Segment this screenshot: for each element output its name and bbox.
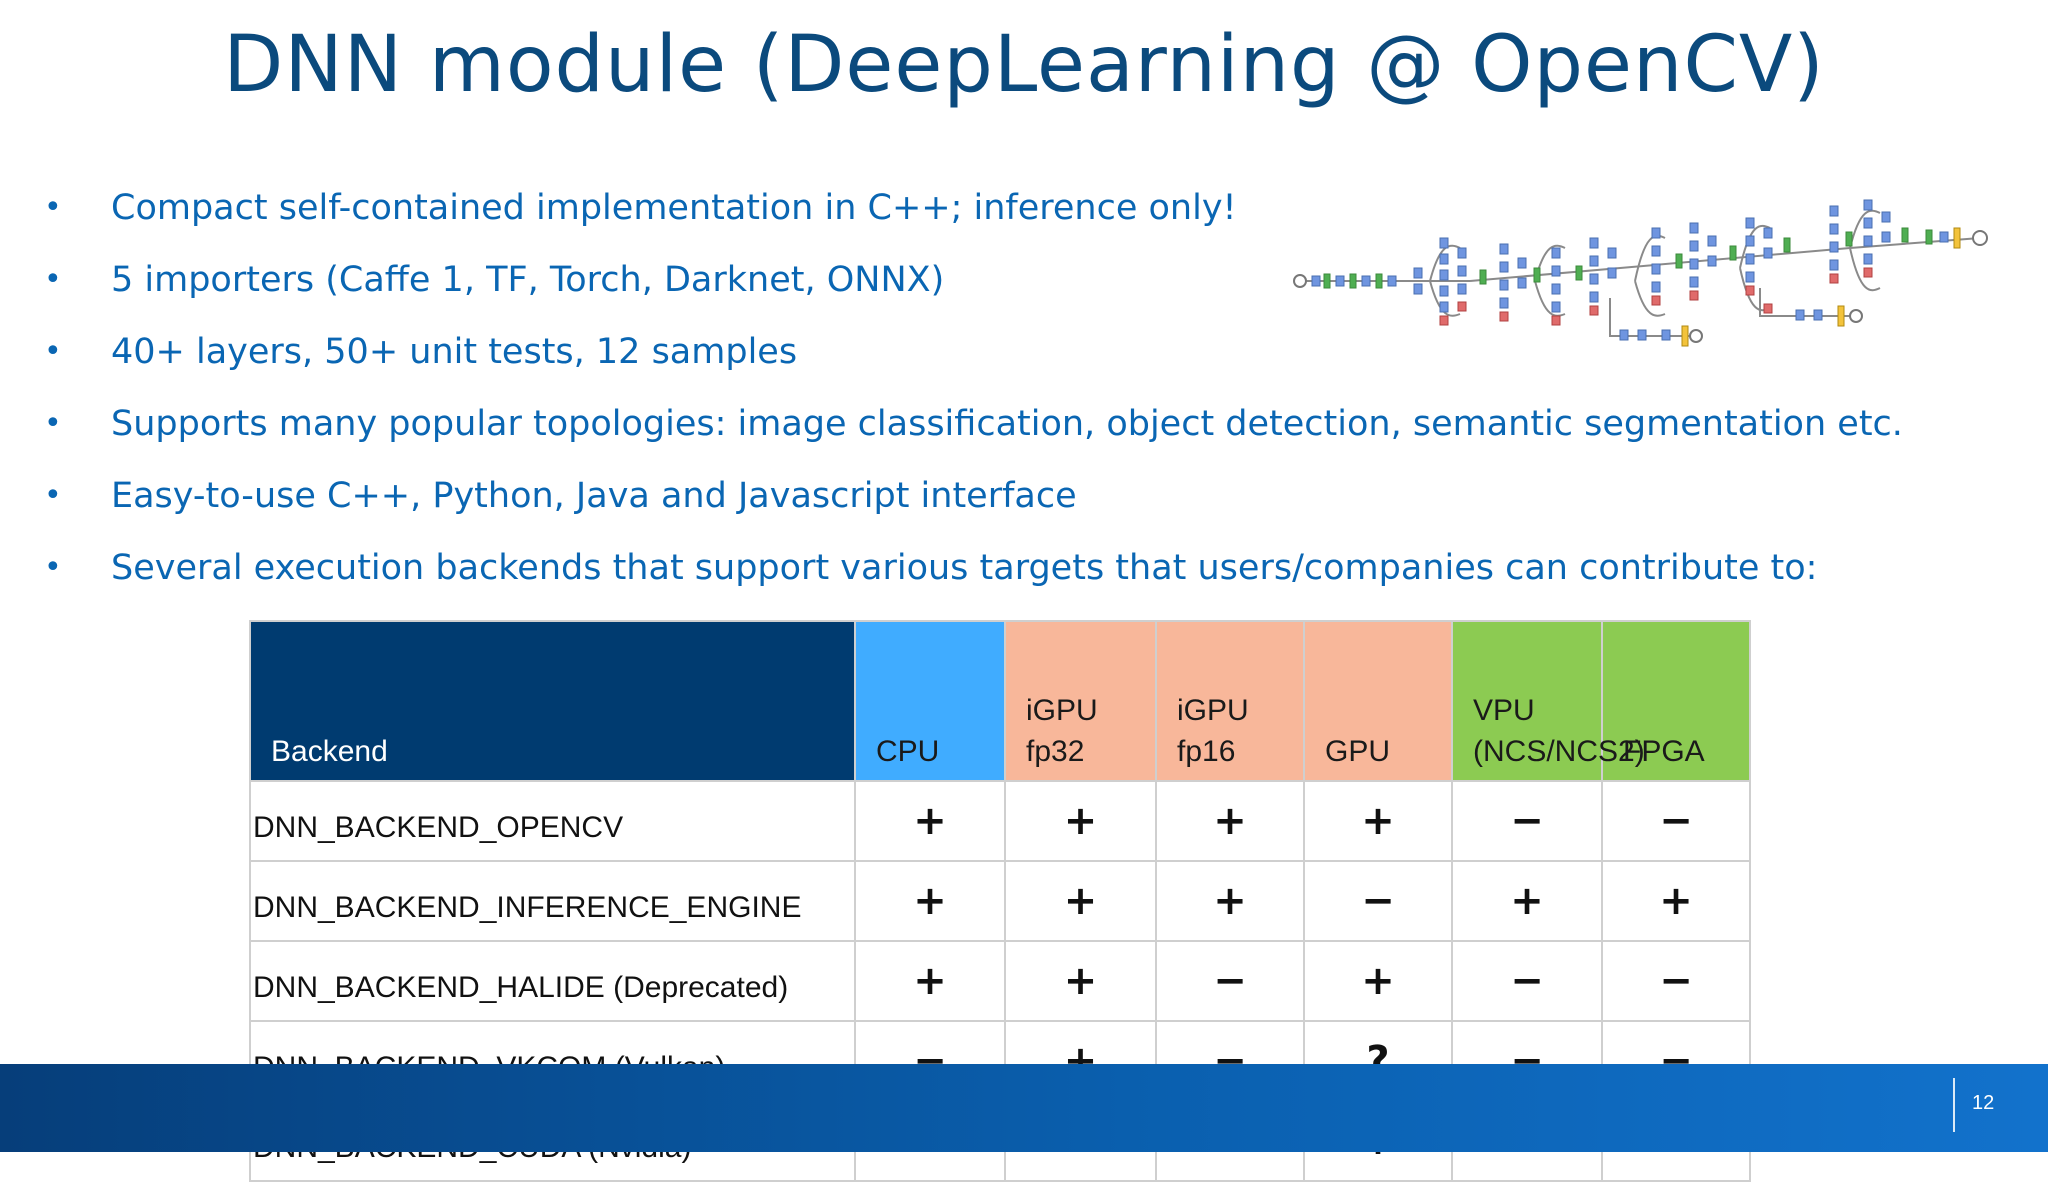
backend-name: DNN_BACKEND_OPENCV — [249, 780, 856, 862]
support-vpu: − — [1451, 780, 1603, 862]
support-cpu: + — [854, 860, 1006, 942]
backend-name: DNN_BACKEND_INFERENCE_ENGINE — [249, 860, 856, 942]
bullet-text: 5 importers (Caffe 1, TF, Torch, Darknet… — [111, 260, 945, 300]
table-row: DNN_BACKEND_HALIDE (Deprecated) + + − + … — [249, 940, 1751, 1022]
table-row: DNN_BACKEND_INFERENCE_ENGINE + + + − + + — [249, 860, 1751, 942]
support-igpu-fp16: + — [1155, 780, 1305, 862]
support-igpu-fp16: − — [1155, 940, 1305, 1022]
bullet-text: 40+ layers, 50+ unit tests, 12 samples — [111, 332, 798, 372]
page-number: 12 — [1972, 1092, 1995, 1114]
footer-bar: 12 — [0, 1064, 2048, 1152]
bullet-list: • Compact self-contained implementation i… — [44, 182, 1903, 614]
network-architecture-diagram — [1293, 199, 1988, 347]
support-igpu-fp32: + — [1004, 940, 1157, 1022]
support-vpu: + — [1451, 860, 1603, 942]
bullet-dot: • — [44, 334, 62, 369]
backend-name: DNN_BACKEND_HALIDE (Deprecated) — [249, 940, 856, 1022]
bullet-item: • Easy-to-use C++, Python, Java and Javas… — [44, 470, 1903, 542]
bullet-text: Easy-to-use C++, Python, Java and Javasc… — [111, 476, 1077, 516]
support-gpu: − — [1303, 860, 1453, 942]
support-igpu-fp32: + — [1004, 780, 1157, 862]
bullet-text: Compact self-contained implementation in… — [111, 188, 1237, 228]
bullet-item: • 5 importers (Caffe 1, TF, Torch, Darkne… — [44, 254, 1903, 326]
bullet-item: • Several execution backends that support… — [44, 542, 1903, 614]
support-cpu: + — [854, 780, 1006, 862]
header-vpu: VPU (NCS/NCS2) — [1451, 620, 1645, 782]
bullet-text: Several execution backends that support … — [111, 548, 1818, 588]
support-cpu: + — [854, 940, 1006, 1022]
slide-title: DNN module (DeepLearning @ OpenCV) — [223, 20, 1825, 110]
bullet-text: Supports many popular topologies: image … — [111, 404, 1903, 444]
support-fpga: − — [1601, 780, 1751, 862]
header-igpu-fp32: iGPU fp32 — [1004, 620, 1157, 782]
bullet-dot: • — [44, 262, 62, 297]
support-fpga: − — [1601, 940, 1751, 1022]
bullet-dot: • — [44, 190, 62, 225]
support-gpu: + — [1303, 780, 1453, 862]
support-igpu-fp16: + — [1155, 860, 1305, 942]
bullet-dot: • — [44, 550, 62, 585]
support-vpu: − — [1451, 940, 1603, 1022]
support-igpu-fp32: + — [1004, 860, 1157, 942]
header-cpu: CPU — [854, 620, 1006, 782]
header-fpga: FPGA — [1601, 620, 1751, 782]
bullet-dot: • — [44, 406, 62, 441]
support-fpga: + — [1601, 860, 1751, 942]
bullet-item: • Compact self-contained implementation i… — [44, 182, 1903, 254]
support-gpu: + — [1303, 940, 1453, 1022]
table-header-row: Backend CPU iGPU fp32 iGPU fp16 GPU VPU … — [249, 620, 1751, 782]
bullet-dot: • — [44, 478, 62, 513]
footer-divider — [1953, 1078, 1955, 1132]
bullet-item: • Supports many popular topologies: image… — [44, 398, 1903, 470]
table-row: DNN_BACKEND_OPENCV + + + + − − — [249, 780, 1751, 862]
bullet-item: • 40+ layers, 50+ unit tests, 12 samples — [44, 326, 1903, 398]
header-backend: Backend — [249, 620, 856, 782]
header-gpu: GPU — [1303, 620, 1453, 782]
header-igpu-fp16: iGPU fp16 — [1155, 620, 1305, 782]
